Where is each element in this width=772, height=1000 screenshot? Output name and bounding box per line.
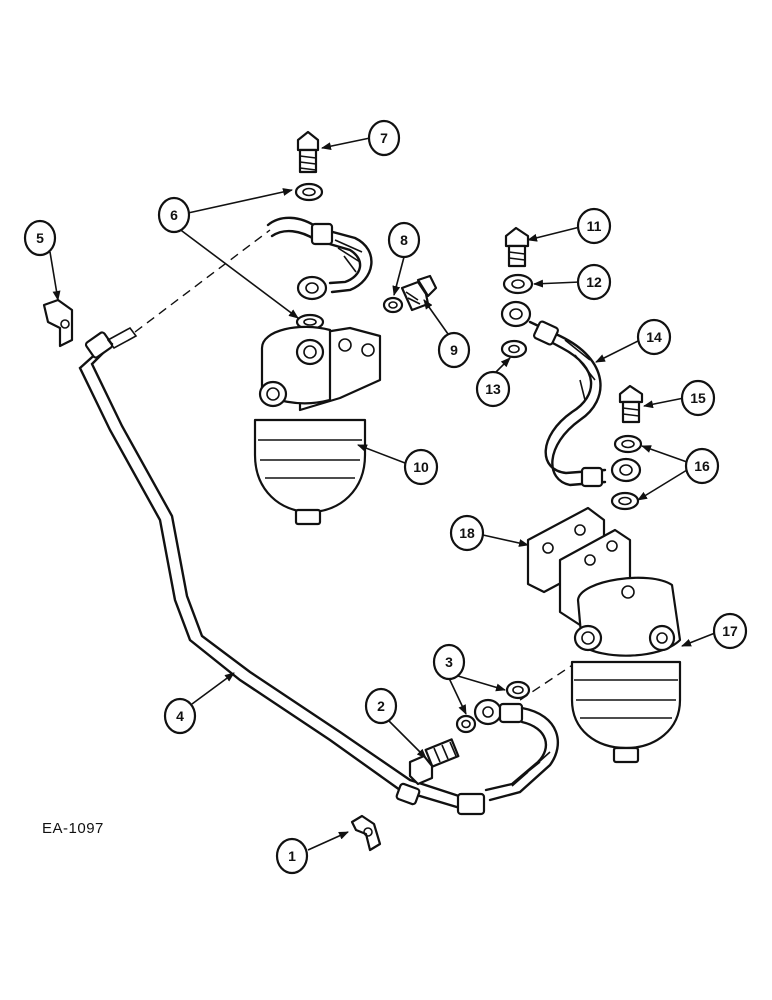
callout-5: 5 [23,219,57,257]
callout-12: 12 [576,263,612,301]
leader-lines [49,137,716,851]
callout-2: 2 [364,687,398,725]
callout-label: 8 [400,232,408,248]
callout-17: 17 [712,612,748,650]
banjo-bolt-11 [504,226,530,268]
callout-label: 18 [459,525,475,541]
callout-label: 5 [36,230,44,246]
banjo-bolt-15 [618,384,644,424]
plug-9 [400,274,438,312]
callout-label: 9 [450,342,458,358]
callout-6: 6 [157,196,191,234]
alignment-line-upper [134,229,271,333]
callout-label: 16 [694,458,710,474]
callout-11: 11 [576,207,612,245]
hose-upper [266,216,373,331]
callout-3: 3 [432,643,466,681]
clip-5 [42,298,74,348]
hose-14 [500,300,642,488]
fuel-pipe-4 [78,326,467,810]
callout-label: 11 [587,218,602,234]
callout-15: 15 [680,379,716,417]
callout-18: 18 [449,514,485,552]
callout-label: 14 [646,329,662,345]
hose-lower [455,680,559,816]
callout-10: 10 [403,448,439,486]
fuel-filter-10 [253,325,382,526]
banjo-bolt-7 [294,130,324,202]
callout-label: 1 [288,848,296,864]
callout-label: 3 [445,654,453,670]
callout-14: 14 [636,318,672,356]
callout-label: 4 [176,708,184,724]
callout-label: 13 [485,381,501,397]
callout-label: 2 [377,698,385,714]
callout-label: 17 [722,623,738,639]
callout-label: 15 [690,390,706,406]
callout-7: 7 [367,119,401,157]
washer-12 [502,273,534,295]
callout-16: 16 [684,447,720,485]
callout-1: 1 [275,837,309,875]
alignment-line-lower [519,659,581,701]
callout-label: 12 [586,274,602,290]
drawing-id: EA-1097 [42,820,104,837]
callout-label: 10 [413,459,429,475]
callout-4: 4 [163,697,197,735]
clip-1 [350,814,382,852]
fuel-filter-17 [570,576,682,764]
washer-8 [382,296,404,314]
callout-9: 9 [437,331,471,369]
callout-13: 13 [475,370,511,408]
banjo-bolt-2 [408,738,460,786]
washers-16 [610,434,643,511]
callout-8: 8 [387,221,421,259]
callout-label: 7 [380,130,388,146]
callout-label: 6 [170,207,178,223]
washer-13 [500,339,528,359]
